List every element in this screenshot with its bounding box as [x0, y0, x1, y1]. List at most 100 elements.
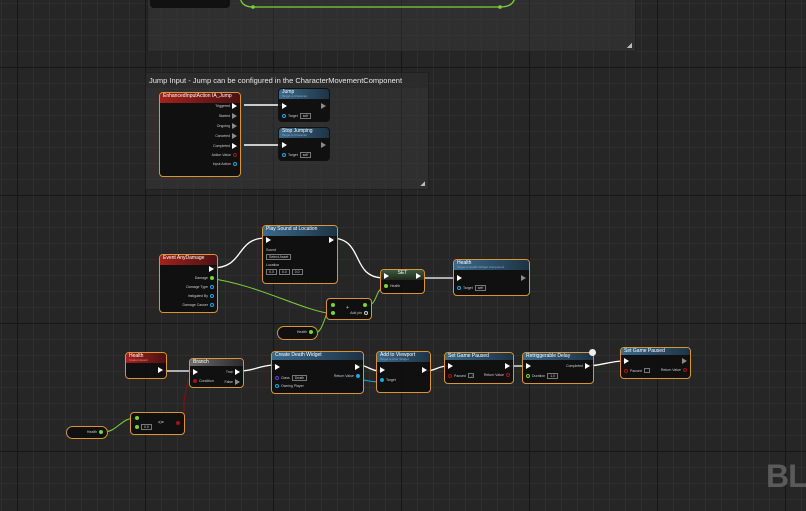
- node-event-any-damage[interactable]: Event AnyDamage Damage Damage Type Insti…: [159, 254, 218, 313]
- location-x-field[interactable]: 0.0: [266, 269, 277, 275]
- node-add[interactable]: + Add pin: [326, 298, 372, 320]
- pin-paused[interactable]: Paused: [624, 368, 650, 373]
- exec-in[interactable]: [282, 142, 287, 148]
- pin-return-value[interactable]: Return Value: [334, 374, 360, 378]
- exec-out[interactable]: [682, 358, 687, 364]
- exec-out[interactable]: [329, 237, 334, 243]
- resize-handle[interactable]: [627, 43, 632, 48]
- exec-in[interactable]: [380, 367, 385, 373]
- pin-health-out[interactable]: Health: [297, 330, 313, 334]
- exec-in[interactable]: [384, 273, 389, 279]
- node-set-health[interactable]: SET Health: [380, 269, 425, 294]
- self-field[interactable]: self: [299, 152, 312, 158]
- pin-damage[interactable]: Damage: [195, 276, 214, 280]
- pin-action-value[interactable]: Action Value: [212, 153, 237, 157]
- pin-health[interactable]: Health: [384, 284, 400, 288]
- pin-damage-type[interactable]: Damage Type: [186, 285, 214, 289]
- bool-pin-icon: [233, 153, 237, 157]
- pin-instigated-by[interactable]: Instigated By: [188, 294, 214, 298]
- pin-b[interactable]: [331, 311, 335, 315]
- pin-a[interactable]: [135, 416, 139, 420]
- exec-out[interactable]: [321, 142, 326, 148]
- node-set-game-paused-2[interactable]: Set Game Paused Paused Return Value: [620, 347, 691, 379]
- node-less-equal[interactable]: 0.0 <=: [130, 412, 185, 435]
- sound-asset-select[interactable]: Select Asset: [266, 254, 292, 260]
- pin-paused[interactable]: Paused✓: [448, 373, 474, 378]
- exec-out[interactable]: [355, 364, 360, 370]
- exec-in[interactable]: [624, 358, 629, 364]
- exec-out[interactable]: [158, 367, 163, 373]
- pin-canceled[interactable]: Canceled: [215, 133, 237, 139]
- pin-true[interactable]: True: [226, 369, 240, 375]
- exec-out[interactable]: [416, 273, 421, 279]
- location-z-field[interactable]: 0.0: [291, 269, 303, 275]
- pin-target[interactable]: Target: [380, 378, 396, 382]
- node-partial-top[interactable]: [150, 0, 230, 8]
- node-enhanced-input-action[interactable]: EnhancedInputAction IA_Jump Triggered St…: [159, 92, 241, 177]
- pin-started[interactable]: Started: [219, 113, 237, 119]
- pin-owning-player[interactable]: Owning Player: [275, 384, 304, 388]
- pin-condition[interactable]: Condition: [193, 379, 214, 383]
- resize-handle[interactable]: [420, 181, 425, 186]
- pin-input-action[interactable]: Input Action: [213, 162, 237, 166]
- float-pin-icon: [331, 303, 335, 307]
- node-get-health-2[interactable]: Health: [66, 426, 108, 439]
- node-get-health[interactable]: Health: [277, 326, 318, 340]
- paused-checkbox-checked[interactable]: ✓: [467, 373, 474, 378]
- exec-out[interactable]: [521, 275, 526, 281]
- class-select[interactable]: Death: [291, 375, 308, 381]
- object-pin-icon: [275, 384, 279, 388]
- self-field[interactable]: self: [474, 285, 487, 291]
- exec-in[interactable]: [193, 369, 198, 375]
- pin-out[interactable]: [176, 421, 180, 425]
- pin-b[interactable]: 0.0: [135, 424, 152, 430]
- self-field[interactable]: self: [299, 113, 312, 119]
- pin-out[interactable]: [363, 303, 367, 307]
- pin-completed[interactable]: Completed: [213, 143, 237, 149]
- exec-out[interactable]: [321, 103, 326, 109]
- pin-ongoing[interactable]: Ongoing: [217, 123, 237, 129]
- pin-health-out[interactable]: Health: [87, 430, 103, 434]
- exec-in[interactable]: [526, 363, 531, 369]
- value-field[interactable]: 0.0: [141, 424, 152, 430]
- node-set-game-paused[interactable]: Set Game Paused Paused✓ Return Value: [444, 352, 514, 384]
- pin-completed[interactable]: Completed: [566, 363, 590, 369]
- exec-in[interactable]: [275, 364, 280, 370]
- pin-return-value[interactable]: Return Value: [484, 373, 510, 377]
- pin-triggered[interactable]: Triggered: [215, 103, 237, 109]
- location-y-field[interactable]: 0.0: [278, 269, 290, 275]
- paused-checkbox-unchecked[interactable]: [643, 368, 650, 373]
- duration-field[interactable]: 1.0: [547, 373, 559, 379]
- pin-false[interactable]: False: [224, 379, 240, 385]
- exec-in[interactable]: [282, 103, 287, 109]
- exec-in[interactable]: [457, 275, 462, 281]
- exec-out[interactable]: [505, 363, 510, 369]
- exec-in[interactable]: [448, 363, 453, 369]
- comment-box-top[interactable]: [147, 0, 636, 52]
- exec-out[interactable]: [209, 266, 214, 272]
- pin-return-value[interactable]: Return Value: [661, 368, 687, 372]
- pin-damage-causer[interactable]: Damage Causer: [183, 303, 214, 307]
- wire-exec: [211, 237, 267, 269]
- pin-a[interactable]: [331, 303, 335, 307]
- exec-pin-icon: [521, 275, 526, 281]
- node-branch[interactable]: Branch True Condition False: [189, 358, 244, 388]
- exec-in[interactable]: [266, 237, 271, 243]
- exec-out[interactable]: [422, 367, 427, 373]
- add-pin-button[interactable]: Add pin: [350, 311, 368, 315]
